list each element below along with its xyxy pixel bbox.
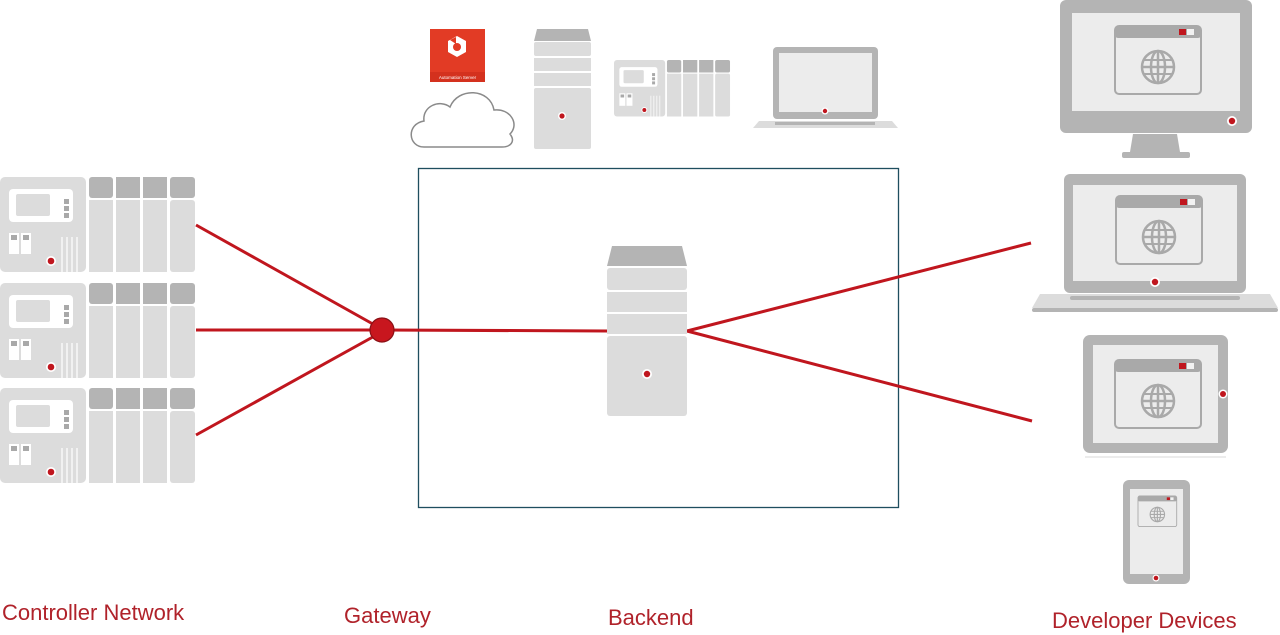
connection-lines [195, 223, 1033, 437]
automation-server-logo-glyph [448, 36, 466, 57]
cloud-automation-server: Automation Server [410, 29, 515, 148]
backend-server [607, 246, 687, 416]
cloud-icon [410, 92, 515, 148]
controller-unit-1 [0, 176, 196, 273]
label-controller-network: Controller Network [2, 600, 185, 625]
option-tower-server [534, 29, 591, 149]
option-laptop [753, 47, 898, 128]
link-gateway-backend [382, 328, 608, 333]
device-tablet [1083, 335, 1228, 458]
developer-devices [1032, 0, 1278, 584]
device-laptop [1032, 174, 1278, 312]
backend-options: Automation Server [410, 29, 898, 149]
link-controller-3-gateway [195, 331, 381, 437]
option-controller [613, 59, 731, 117]
link-controller-1-gateway [195, 223, 381, 330]
label-gateway: Gateway [344, 603, 431, 628]
link-backend-laptop [686, 241, 1032, 333]
automation-server-caption: Automation Server [439, 75, 477, 80]
controller-unit-2 [0, 282, 196, 379]
label-developer-devices: Developer Devices [1052, 608, 1237, 633]
link-backend-tablet [686, 329, 1033, 423]
gateway-node [369, 317, 395, 343]
backend-frame [417, 167, 900, 509]
device-desktop-monitor [1060, 0, 1252, 158]
label-backend: Backend [608, 605, 694, 630]
controller-unit-3 [0, 387, 196, 484]
controller-network [0, 176, 196, 484]
device-phone [1123, 480, 1190, 584]
